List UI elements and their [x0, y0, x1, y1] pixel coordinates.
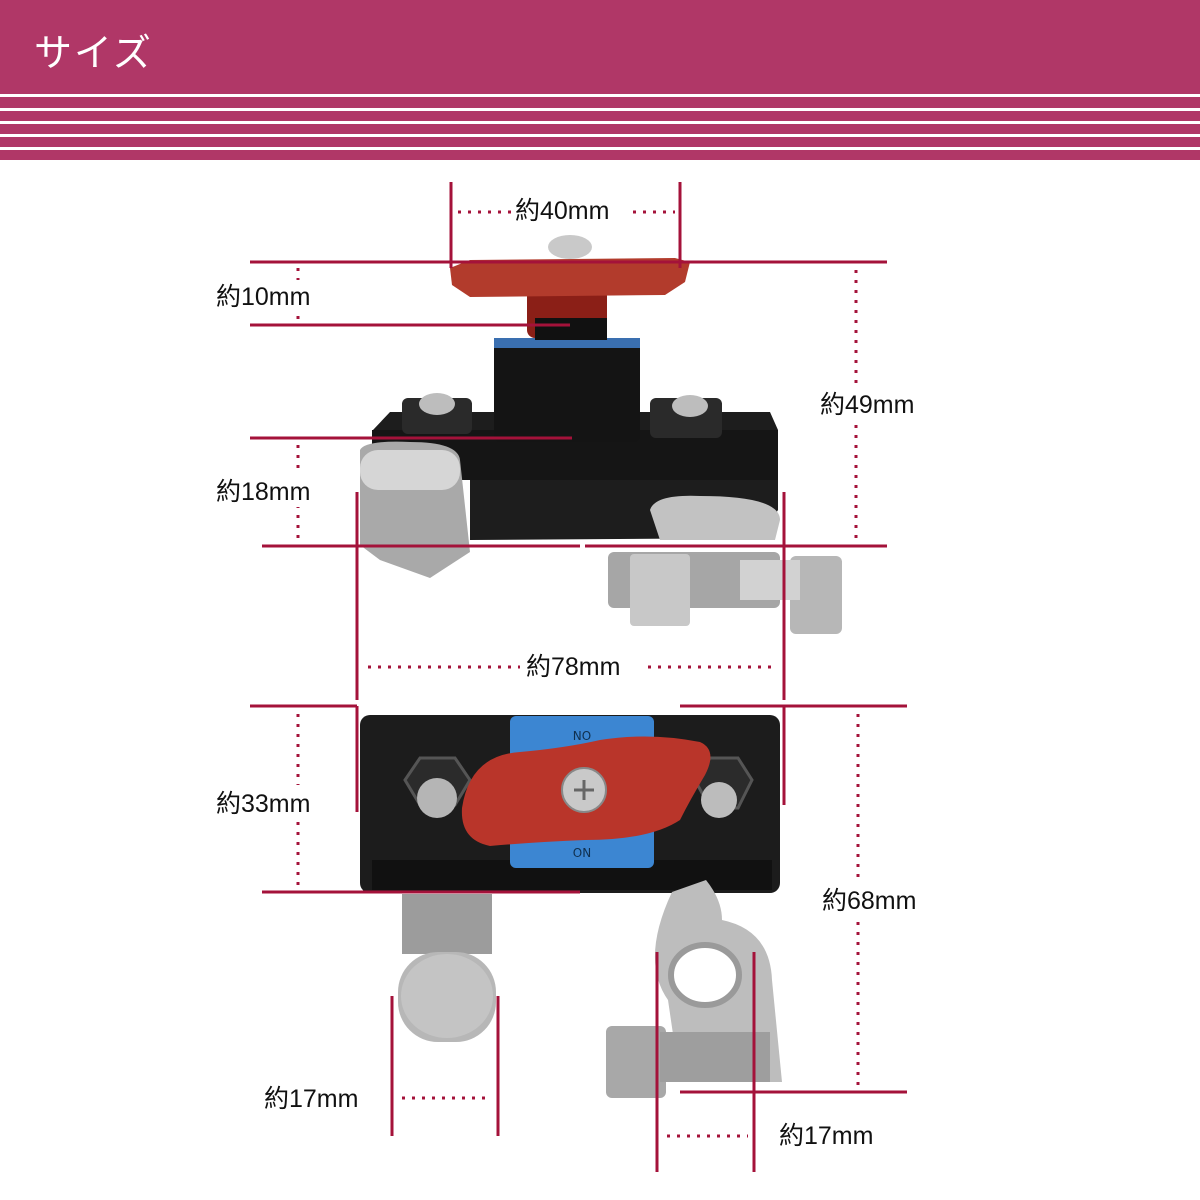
dimension-label-left-terminal: 約17mm: [262, 1084, 361, 1114]
header-title: サイズ: [34, 31, 153, 75]
header-banner: サイズ: [0, 0, 1200, 160]
svg-text:ON: ON: [573, 846, 591, 860]
header-stripe: [0, 94, 1200, 97]
side-view-product: [360, 235, 842, 634]
dimension-label-knob-height: 約10mm: [214, 282, 313, 312]
header-stripe: [0, 108, 1200, 111]
dimension-label-right-terminal: 約17mm: [777, 1121, 876, 1151]
dimension-label-total-height: 約49mm: [818, 390, 917, 420]
dimension-label-overall-width: 約78mm: [524, 652, 623, 682]
svg-text:NO: NO: [573, 729, 591, 743]
dimension-label-overall-depth: 約68mm: [820, 886, 919, 916]
header-stripe: [0, 147, 1200, 150]
header-stripe: [0, 121, 1200, 124]
dimension-label-top-width: 約40mm: [513, 196, 612, 226]
dimension-label-body-depth: 約33mm: [214, 789, 313, 819]
dimension-lines: [250, 182, 907, 1172]
top-view-product: NO ON: [360, 715, 782, 1098]
header-stripe: [0, 134, 1200, 137]
dimension-label-body-height: 約18mm: [214, 477, 313, 507]
